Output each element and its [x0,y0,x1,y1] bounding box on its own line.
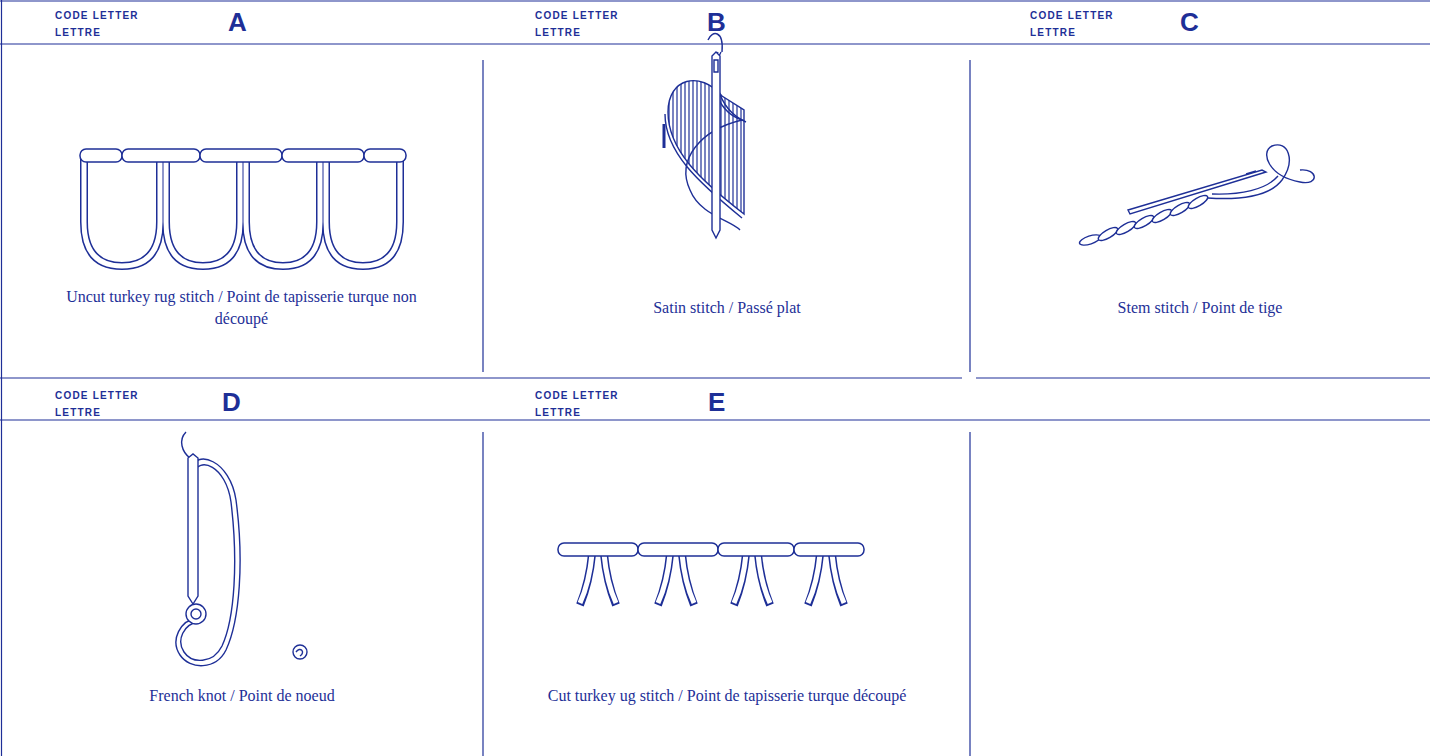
stitch-cell: CODE LETTER LETTRE C Stem stitch / Point de… [970,0,1430,378]
code-letter-label: CODE LETTER [55,10,139,21]
code-letter: B [707,9,726,35]
lettre-label: LETTRE [1030,27,1076,38]
code-letter: C [1180,9,1199,35]
french-knot-illustration [176,432,307,666]
stitch-cell: CODE LETTER LETTRE D French knot / Point de… [0,380,483,756]
code-letter-label: CODE LETTER [535,10,619,21]
lettre-label: LETTRE [535,27,581,38]
stitch-cell: CODE LETTER LETTRE E Cut turkey ug stitch /… [483,380,970,756]
stitch-cell: CODE LETTER LETTRE A Uncut turkey rug stitc… [0,0,483,378]
stitch-caption: Uncut turkey rug stitch / Point de tapis… [44,286,439,330]
stitch-caption: Cut turkey ug stitch / Point de tapisser… [537,685,917,707]
code-letter: A [228,9,247,35]
code-letter-label: CODE LETTER [1030,10,1114,21]
stitch-caption: Satin stitch / Passé plat [517,297,937,319]
stitch-caption: French knot / Point de noeud [32,685,452,707]
code-letter-label: CODE LETTER [55,390,139,401]
cut-loop-illustration [558,543,864,605]
code-letter-label: CODE LETTER [535,390,619,401]
code-letter: E [708,389,725,415]
stitch-caption: Stem stitch / Point de tige [990,297,1410,319]
uncut-loop-illustration [80,149,406,266]
stitch-cell: CODE LETTER LETTRE B Satin stitch / Passé p… [483,0,970,378]
lettre-label: LETTRE [55,27,101,38]
lettre-label: LETTRE [55,407,101,418]
code-letter: D [222,389,241,415]
stem-stitch-illustration [1078,145,1314,247]
lettre-label: LETTRE [535,407,581,418]
satin-stitch-illustration [664,34,746,238]
